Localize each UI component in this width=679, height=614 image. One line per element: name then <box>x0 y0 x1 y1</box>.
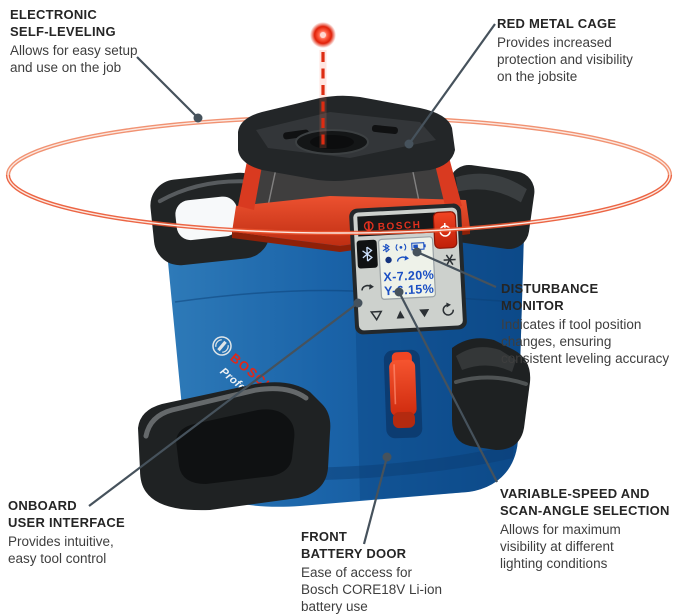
callout-electronic-self-leveling: ELECTRONIC SELF-LEVELING Allows for easy… <box>10 6 138 76</box>
lcd-y-reading: Y-6.15% <box>384 282 435 299</box>
rotary-laser-device: BOSCH <box>138 95 535 511</box>
carry-handle-bottom-left <box>138 382 331 511</box>
slope-button-icon <box>361 284 374 291</box>
rotate-mode-icon <box>442 302 454 316</box>
scan-mode-icon <box>443 254 456 266</box>
callout-red-metal-cage-title: RED METAL CAGE <box>497 16 617 31</box>
triangle-up-icon <box>396 310 405 319</box>
callout-front-battery-door-desc: Ease of access for Bosch CORE18V Li-ion … <box>301 565 443 614</box>
callout-front-battery-door: FRONT BATTERY DOOR Ease of access for Bo… <box>301 528 442 614</box>
lcd-display: X-7.20% Y-6.15% <box>378 236 436 300</box>
plumb-laser <box>310 22 336 148</box>
control-panel: BOSCH <box>349 203 467 335</box>
leader-line-front-battery-door <box>362 456 389 545</box>
antenna-icon <box>395 243 407 252</box>
leader-dot-onboard-user-interface <box>353 298 363 308</box>
leader-dot-electronic-self-leveling <box>193 113 203 123</box>
callout-onboard-user-interface-desc: Provides intuitive, easy tool control <box>8 534 114 567</box>
leader-line-variable-speed <box>398 291 498 483</box>
battery-latch <box>383 349 423 439</box>
callout-variable-speed-scan-angle-title: VARIABLE-SPEED AND SCAN-ANGLE SELECTION <box>500 486 670 518</box>
leader-dot-red-metal-cage <box>404 139 414 149</box>
status-dot-icon <box>385 256 392 264</box>
callout-red-metal-cage-desc: Provides increased protection and visibi… <box>497 35 633 85</box>
bluetooth-button <box>356 239 378 269</box>
lcd-x-reading: X-7.20% <box>383 268 434 285</box>
laser-ring-front <box>5 174 673 236</box>
triangle-down-icon <box>419 308 430 318</box>
keypad <box>361 254 456 322</box>
callout-onboard-user-interface-title: ONBOARD USER INTERFACE <box>8 498 125 530</box>
carry-handle-bottom-right <box>452 338 531 450</box>
callout-onboard-user-interface: ONBOARD USER INTERFACE Provides intuitiv… <box>8 497 125 567</box>
top-cap <box>238 95 455 181</box>
callout-disturbance-monitor-title: DISTURBANCE MONITOR <box>501 281 599 313</box>
leader-dot-variable-speed <box>394 287 404 297</box>
plumb-laser-core <box>320 32 326 38</box>
leader-line-disturbance-monitor <box>416 250 497 289</box>
leader-line-red-metal-cage <box>408 23 496 145</box>
triangle-outline-icon <box>369 310 383 322</box>
rotation-icon <box>396 255 410 262</box>
leader-dot-front-battery-door <box>382 452 392 462</box>
callout-electronic-self-leveling-title: ELECTRONIC SELF-LEVELING <box>10 7 116 39</box>
callout-variable-speed-scan-angle-desc: Allows for maximum visibility at differe… <box>500 522 621 572</box>
leader-line-electronic-self-leveling <box>136 56 199 119</box>
callout-leaders <box>88 23 498 545</box>
callout-electronic-self-leveling-desc: Allows for easy setup and use on the job <box>10 43 138 76</box>
leader-dot-disturbance-monitor <box>412 247 422 257</box>
callout-variable-speed-scan-angle: VARIABLE-SPEED AND SCAN-ANGLE SELECTION … <box>500 485 670 573</box>
callout-disturbance-monitor-desc: Indicates if tool position changes, ensu… <box>501 317 670 367</box>
bluetooth-icon <box>382 243 390 253</box>
callout-red-metal-cage: RED METAL CAGE Provides increased protec… <box>497 15 633 86</box>
callout-front-battery-door-title: FRONT BATTERY DOOR <box>301 529 407 561</box>
callout-disturbance-monitor: DISTURBANCE MONITOR Indicates if tool po… <box>501 280 669 368</box>
leader-line-onboard-user-interface <box>88 302 359 507</box>
